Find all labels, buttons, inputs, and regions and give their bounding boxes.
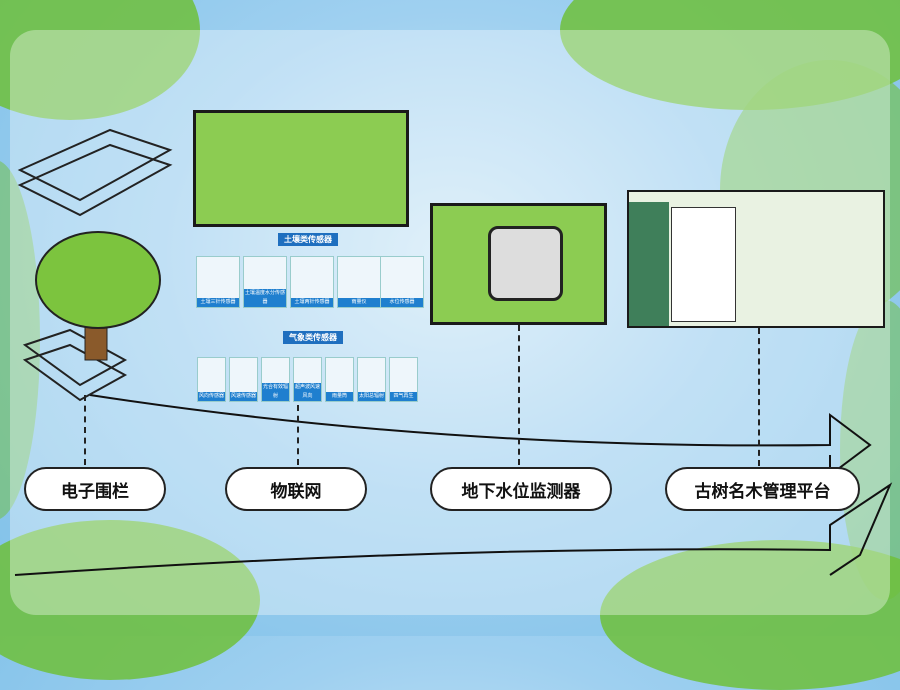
tree-illustration (35, 231, 161, 361)
weather-sensor: 超声波风速风向 (293, 357, 322, 402)
connector-groundwater (518, 325, 520, 465)
soil-sensor: 水位传感器 (380, 256, 424, 308)
label-iot: 物联网 (225, 467, 367, 511)
weather-station-sketch (193, 110, 409, 227)
soil-sensor: 雨量仪 (337, 256, 381, 308)
label-groundwater-monitor: 地下水位监测器 (430, 467, 612, 511)
label-electronic-fence: 电子围栏 (24, 467, 166, 511)
flow-arrows (14, 128, 893, 576)
soil-sensor: 土壤温度水分传感器 (243, 256, 287, 308)
weather-sensor: 风向传感器 (197, 357, 226, 402)
soil-sensor: 土壤两针传感器 (290, 256, 334, 308)
soil-sensor: 土壤三针传感器 (196, 256, 240, 308)
connector-fence (84, 395, 86, 465)
weather-sensor-header: 气象类传感器 (283, 331, 343, 344)
groundwater-monitor-sketch (430, 203, 607, 325)
weather-sensor: 光合有效辐射 (261, 357, 290, 402)
soil-sensor-header: 土壤类传感器 (278, 233, 338, 246)
connector-platform (758, 328, 760, 466)
label-management-platform: 古树名木管理平台 (665, 467, 860, 511)
weather-sensor: 四气再生 (389, 357, 418, 402)
connector-iot (297, 405, 299, 465)
platform-map-screenshot (627, 190, 885, 328)
weather-sensor: 风速传感器 (229, 357, 258, 402)
weather-sensor: 太阳总辐射 (357, 357, 386, 402)
weather-sensor: 雨量筒 (325, 357, 354, 402)
fence-illustration (17, 128, 173, 402)
